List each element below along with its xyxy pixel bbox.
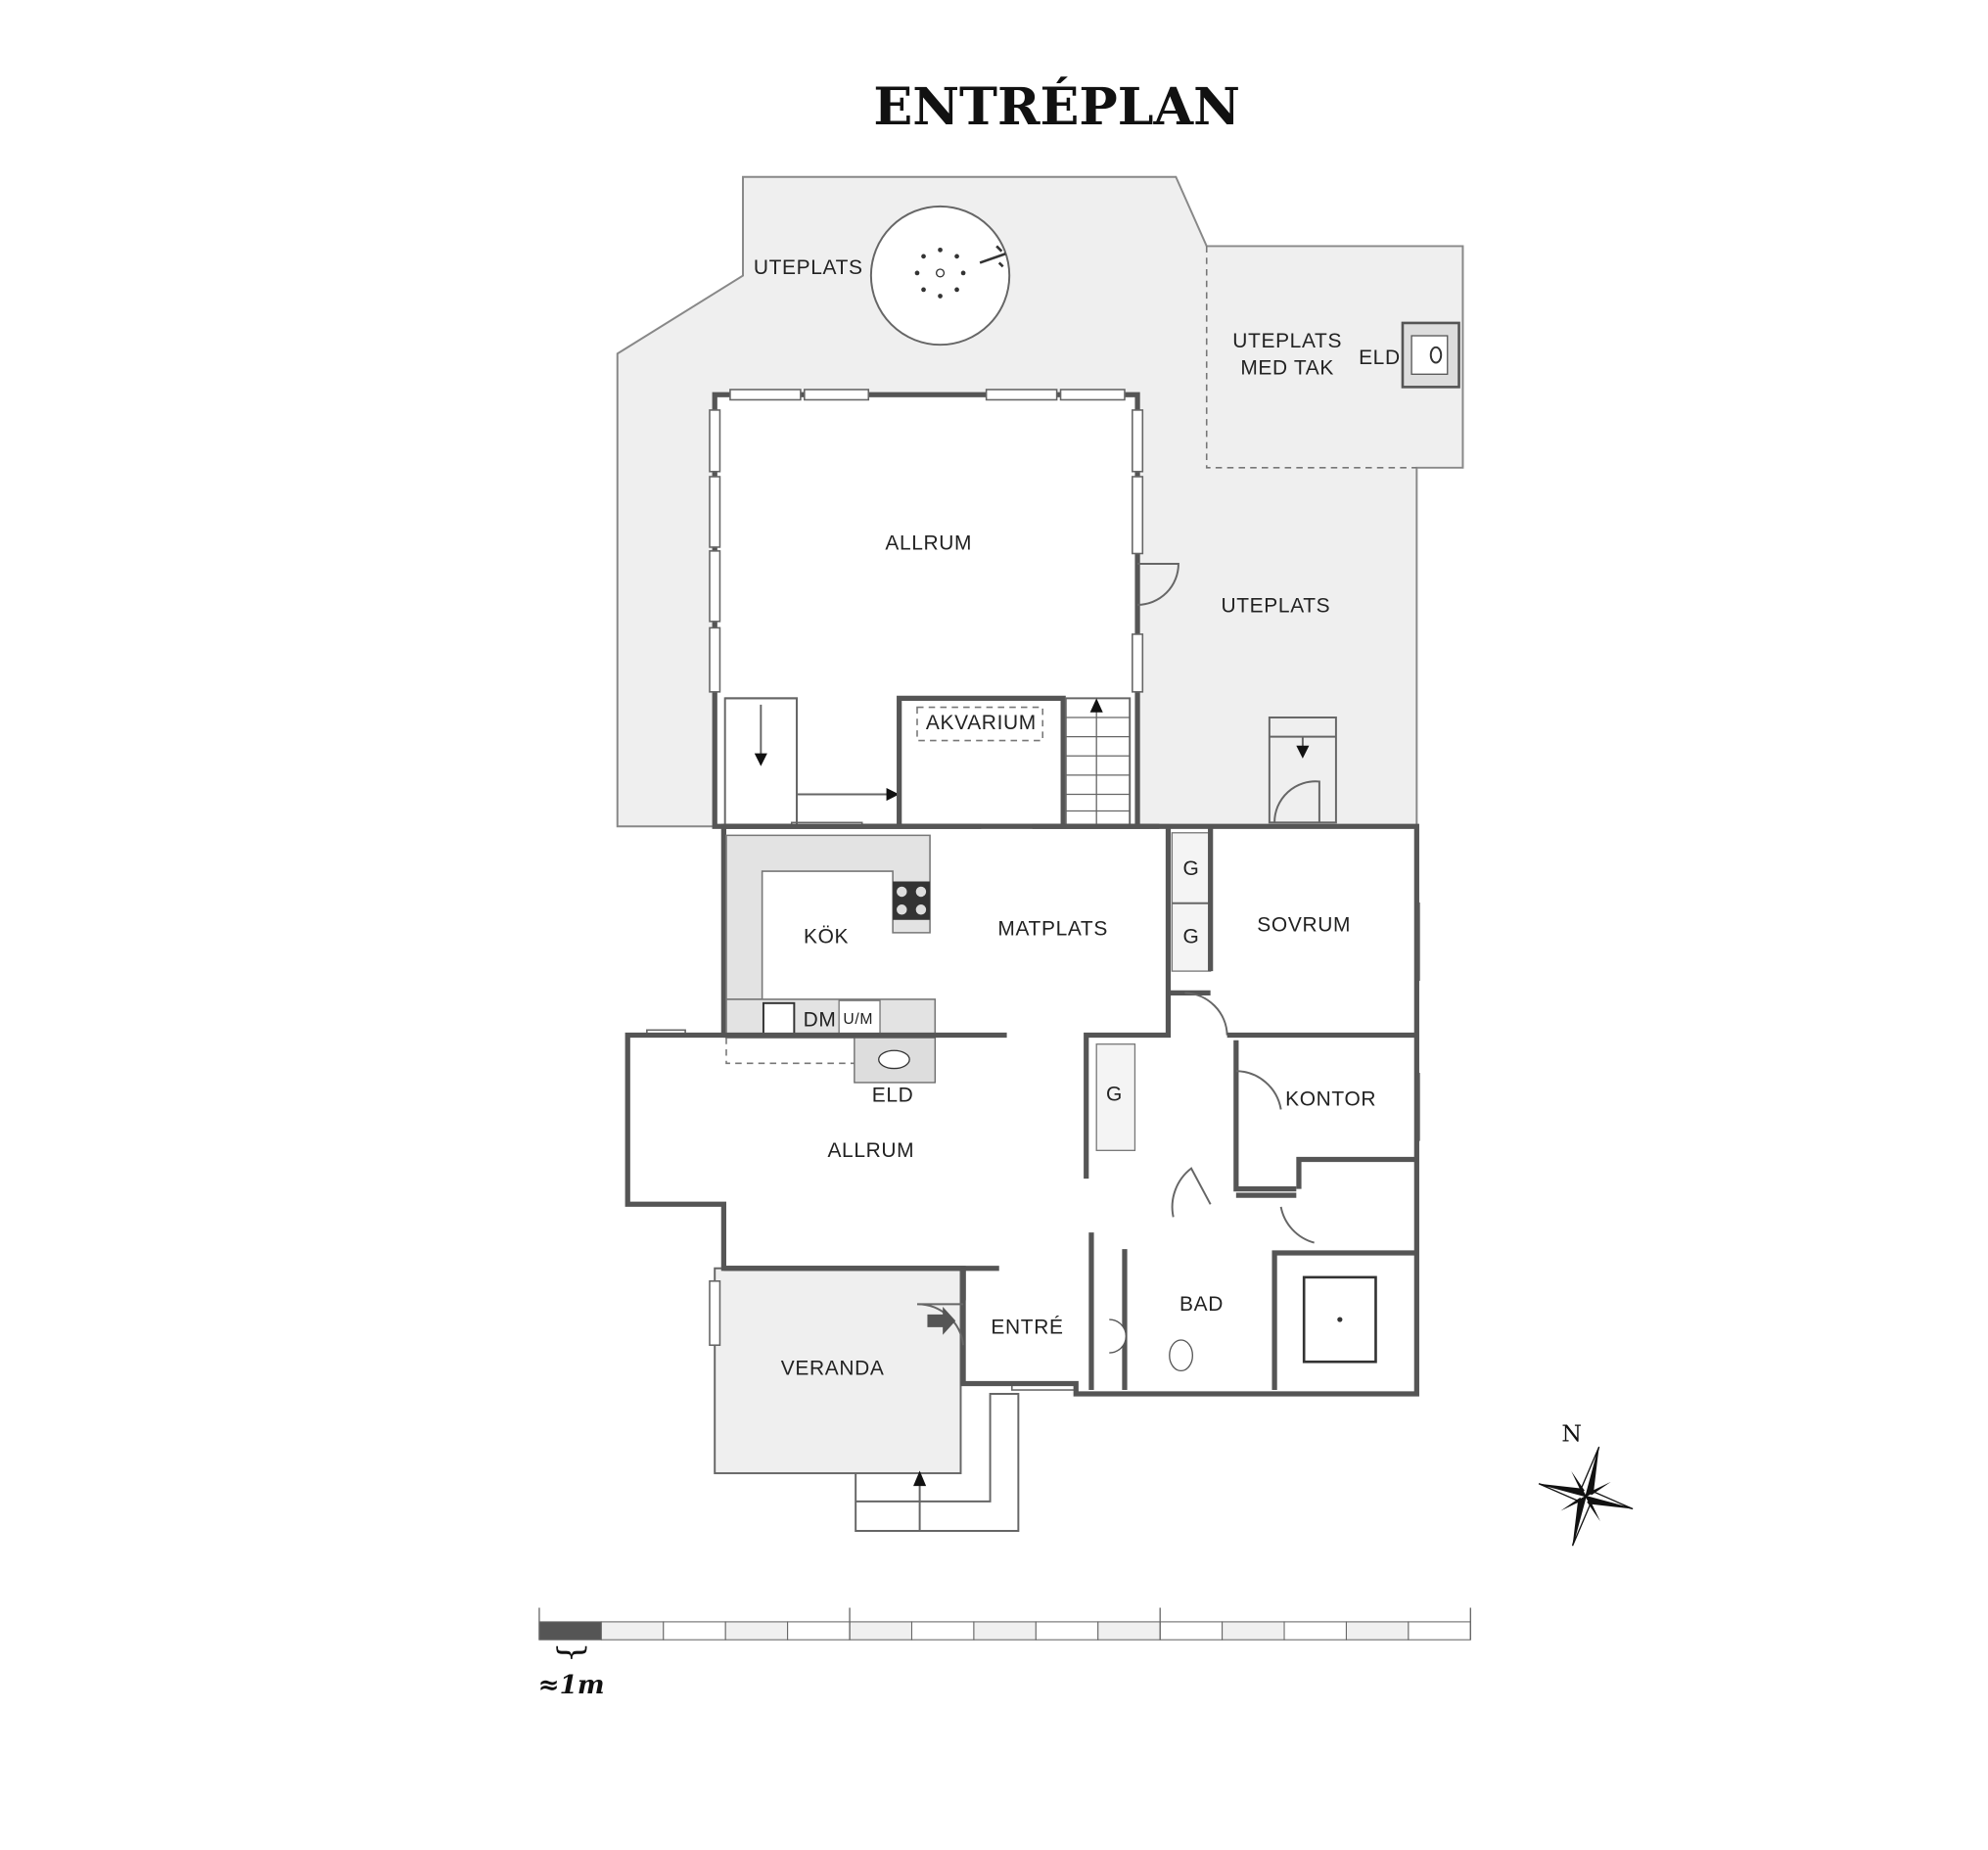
room-label: UTEPLATS: [1221, 595, 1330, 618]
scale-segment: [724, 1621, 789, 1641]
wardrobe: [1171, 832, 1212, 972]
scale-segment: [1035, 1621, 1099, 1641]
door-swing: [1137, 562, 1179, 606]
scale-segment: [1345, 1621, 1410, 1641]
room-label: VERANDA: [781, 1357, 885, 1379]
entry-arrow-icon: [927, 1306, 956, 1335]
scale-segment: [600, 1621, 665, 1641]
scale-segment: [849, 1621, 913, 1641]
scale-segment: [973, 1621, 1037, 1641]
room-label: MED TAK: [1240, 356, 1334, 379]
room-label: G: [1106, 1083, 1123, 1105]
entry-steps: [855, 1392, 1020, 1532]
covered-terrace-outline: [1205, 246, 1417, 469]
room-label: AKVARIUM: [926, 712, 1037, 734]
scale-segment: [538, 1621, 602, 1641]
scale-segment: [1097, 1621, 1161, 1641]
arrow-icon: [913, 1470, 927, 1487]
room-label: ELD: [1359, 347, 1401, 369]
scale-segment: [663, 1621, 726, 1641]
room-label: UTEPLATS: [1232, 330, 1342, 352]
scale-segment: [1222, 1621, 1285, 1641]
washbasin-icon: [1109, 1318, 1127, 1354]
room-label: KONTOR: [1285, 1088, 1376, 1111]
room-label: ENTRÉ: [991, 1316, 1063, 1338]
scale-segment: [1283, 1621, 1347, 1641]
plan-title: ENTRÉPLAN: [873, 76, 1240, 137]
fire-pit-icon: [914, 245, 1006, 299]
round-patio: [869, 205, 1011, 347]
scale-segment: [787, 1621, 851, 1641]
sink-icon: [762, 1001, 796, 1036]
room-label: ELD: [872, 1085, 914, 1107]
akvarium-wall: [897, 695, 1066, 827]
room-label: BAD: [1179, 1293, 1224, 1316]
room-label: U/M: [843, 1011, 873, 1028]
room-label: UTEPLATS: [754, 256, 863, 279]
room-label: ALLRUM: [827, 1139, 914, 1162]
stove: [893, 881, 931, 920]
room-label: ALLRUM: [885, 532, 972, 555]
fire-icon: [1429, 346, 1443, 364]
room-label: SOVRUM: [1257, 914, 1351, 937]
room-label: MATPLATS: [997, 917, 1108, 940]
room-label: DM: [804, 1008, 837, 1031]
allrum-upper-room: [712, 392, 1140, 829]
room-label: G: [1183, 857, 1200, 880]
terrace-steps: [1268, 717, 1337, 824]
toilet-icon: [1169, 1339, 1193, 1372]
scale-brace: {: [551, 1642, 590, 1663]
scale-label: ≈1m: [538, 1670, 605, 1700]
room-label: KÖK: [804, 925, 849, 948]
lower-counter: [725, 998, 937, 1039]
scale-segment: [1159, 1621, 1224, 1641]
scale-bar: [538, 1607, 1471, 1641]
scale-segment: [1408, 1621, 1471, 1641]
compass-north-label: N: [1561, 1419, 1582, 1447]
scale-segment: [910, 1621, 975, 1641]
compass-rose-icon: [1538, 1446, 1634, 1547]
room-label: G: [1183, 925, 1200, 948]
